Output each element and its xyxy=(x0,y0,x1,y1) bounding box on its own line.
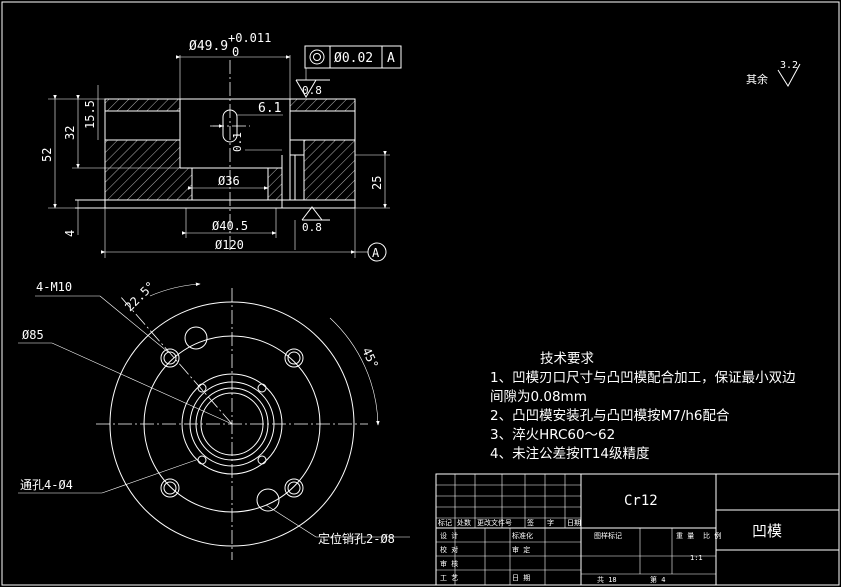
hdr-stage: 图样标记 xyxy=(594,531,622,540)
hdr-check: 校 对 xyxy=(440,545,458,554)
hdr-rev-1: 处数 xyxy=(457,518,471,527)
label-through-hole: 通孔4-Ø4 xyxy=(20,478,73,492)
dim-height-4: 4 xyxy=(63,230,77,237)
hatch-left-step xyxy=(180,168,192,200)
title-part-name: 凹模 xyxy=(752,522,782,540)
hdr-scale-value: 1:1 xyxy=(690,554,703,562)
label-angle-22: 22.5° xyxy=(122,279,157,314)
label-diameter: Ø85 xyxy=(22,328,44,342)
tech-note-4: 4、未注公差按IT14级精度 xyxy=(490,446,650,462)
section-view: Ø0.02 A A Ø49.9 +0.011 0 6.1 Ø36 Ø40.5 Ø… xyxy=(40,31,402,262)
dim-outer-120: Ø120 xyxy=(215,238,244,252)
roughness-symbol-others xyxy=(777,63,801,87)
title-block: Cr12 凹模 标记 处数 更改文件号 签 字 日期 设 计 标准化 校 对 审… xyxy=(435,473,840,586)
datum-a-label: A xyxy=(372,246,380,260)
hdr-approve: 审 核 xyxy=(440,559,458,568)
hdr-sheet-total: 共 18 xyxy=(597,575,617,584)
hdr-scale: 比 例 xyxy=(703,531,721,540)
label-dowel: 定位销孔2-Ø8 xyxy=(318,531,395,546)
hdr-standard: 标准化 xyxy=(512,531,533,540)
tech-note-2: 2、凸凹模安装孔与凸凹模按M7/h6配合 xyxy=(490,408,730,424)
hdr-process: 工 艺 xyxy=(440,574,458,582)
dim-pin-40: Ø40.5 xyxy=(212,219,248,233)
roughness-symbol-bottom xyxy=(301,206,330,221)
hdr-rev-0: 标记 xyxy=(438,518,452,527)
surface-finish-value: 3.2 xyxy=(780,60,798,71)
roughness-symbol-top xyxy=(295,79,330,98)
dim-height-15: 15.5 xyxy=(83,100,97,129)
tech-note-1: 1、凹模刃口尺寸与凸凹模配合加工，保证最小双边 xyxy=(490,370,796,386)
dim-inner-36: Ø36 xyxy=(218,174,240,188)
surface-finish-note: 其余 3.2 xyxy=(746,60,801,87)
tech-notes-title: 技术要求 xyxy=(540,351,594,367)
tolerance-frame: Ø0.02 A xyxy=(304,45,402,69)
hdr-date: 日 期 xyxy=(512,574,530,582)
dim-bore-upper: +0.011 xyxy=(228,31,271,45)
hatch-left-body xyxy=(105,140,180,200)
roughness-bottom-value: 0.8 xyxy=(302,221,322,234)
tech-note-1b: 间隙为0.08mm xyxy=(490,389,587,405)
dim-height-25: 25 xyxy=(370,176,384,190)
label-angle-45: 45° xyxy=(359,345,381,371)
dim-bore-lower: 0 xyxy=(232,45,239,59)
dim-height-52: 52 xyxy=(40,148,54,162)
dim-bore: Ø49.9 xyxy=(189,39,228,54)
hdr-rev-3: 签 xyxy=(527,518,534,527)
datum-a-symbol xyxy=(367,242,387,262)
bolt-holes xyxy=(160,326,304,512)
hatch-right-step xyxy=(268,168,282,200)
technical-requirements: 技术要求 1、凹模刃口尺寸与凸凹模配合加工，保证最小双边 间隙为0.08mm 2… xyxy=(490,350,796,464)
dim-gap-01: 0.1 xyxy=(231,132,244,152)
hdr-weight: 重 量 xyxy=(676,532,694,540)
roughness-top-value: 0.8 xyxy=(302,84,322,97)
hdr-design: 设 计 xyxy=(440,531,458,540)
dim-slot-width: 6.1 xyxy=(258,101,281,116)
hatch-top-right xyxy=(290,99,355,111)
hdr-rev-2: 更改文件号 xyxy=(477,518,512,527)
hdr-sheet: 第 4 xyxy=(650,575,665,584)
surface-finish-label: 其余 xyxy=(746,72,768,86)
hatch-top-left xyxy=(105,99,180,111)
hdr-rev-4: 字 xyxy=(547,518,554,527)
hatch-right-body xyxy=(304,140,355,200)
tech-note-3: 3、淬火HRC60～62 xyxy=(490,427,616,443)
hdr-rev-5: 日期 xyxy=(567,519,581,527)
plan-view: 4-M10 Ø85 22.5° 45° 通孔4-Ø4 定位销孔2-Ø8 xyxy=(18,279,410,560)
title-material: Cr12 xyxy=(624,493,658,509)
tolerance-value: Ø0.02 xyxy=(334,51,373,66)
hdr-review: 审 定 xyxy=(512,545,530,554)
dim-height-32: 32 xyxy=(63,126,77,140)
label-thread: 4-M10 xyxy=(36,280,72,294)
tolerance-datum: A xyxy=(387,51,395,66)
